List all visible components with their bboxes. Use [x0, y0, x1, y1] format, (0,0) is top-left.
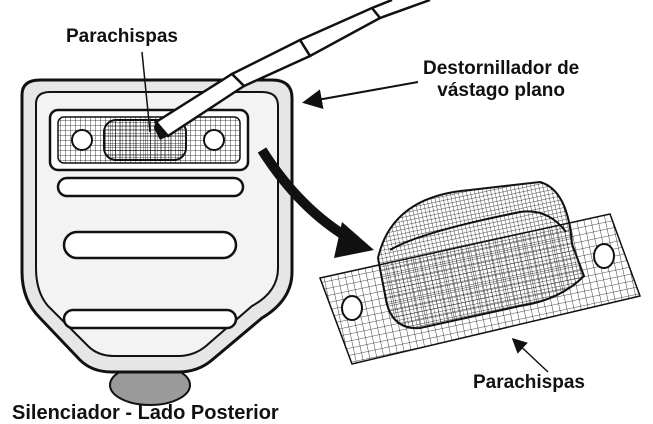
leader-top-icon — [141, 51, 151, 133]
label-spark-arrestor-detail: Parachispas — [473, 372, 585, 393]
screwdriver — [154, 0, 431, 140]
muffler-rib-2 — [62, 230, 238, 260]
caption-muffler-rear: Silenciador - Lado Posterior — [12, 402, 279, 424]
label-spark-arrestor-top: Parachispas — [66, 26, 178, 47]
label-screwdriver-line1: Destornillador de — [423, 58, 580, 79]
label-screwdriver-line2: vástago plano — [437, 80, 565, 101]
leader-arrow-icon — [302, 81, 419, 110]
muffler-rib-1 — [56, 176, 245, 198]
leader-bottom-icon — [511, 337, 549, 373]
label-screwdriver: Destornillador de vástago plano — [423, 58, 579, 102]
spark-arrestor-detail — [318, 180, 641, 365]
muffler-rib-3 — [62, 308, 238, 330]
